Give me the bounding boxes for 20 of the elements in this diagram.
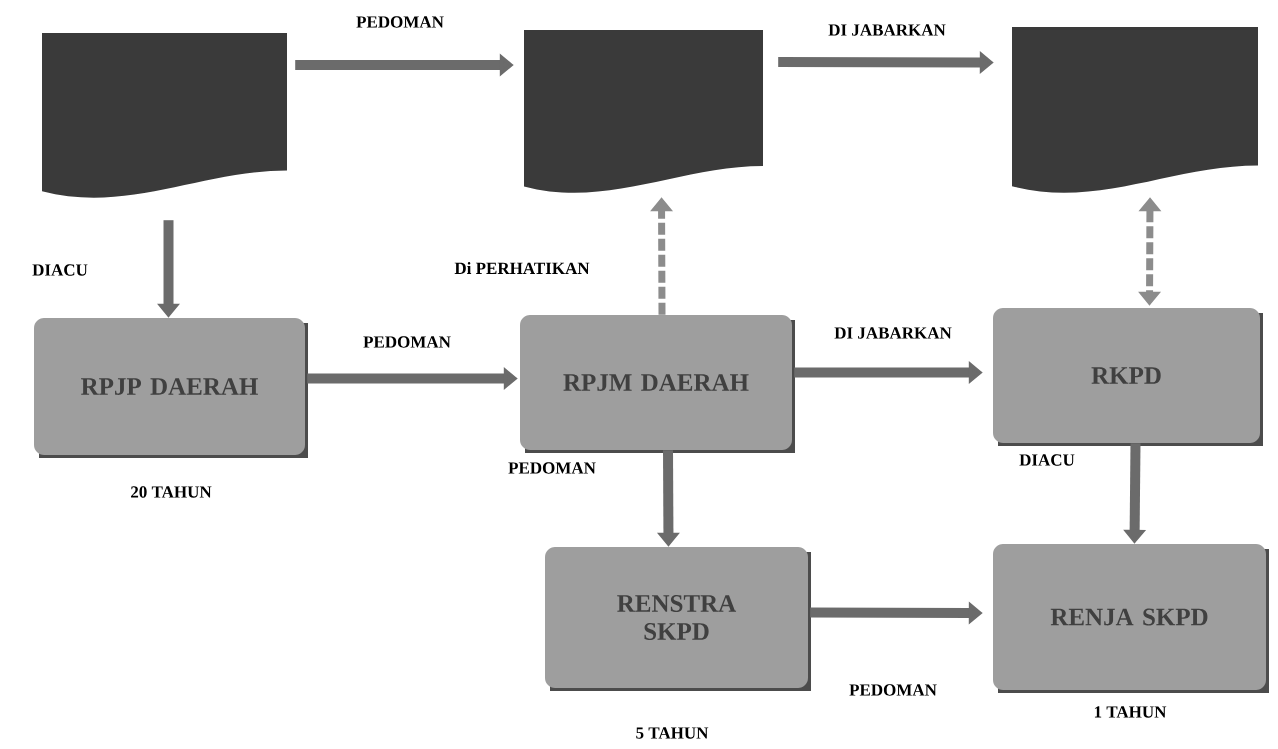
process-box: RKPD bbox=[993, 308, 1263, 446]
process-box: RENJA SKPD bbox=[993, 544, 1269, 693]
duration-label: 20 TAHUN bbox=[131, 486, 212, 498]
process-box: RPJP DAERAH bbox=[34, 318, 308, 458]
edge-label: DIACU bbox=[1018, 453, 1076, 467]
edge-label: DI JABARKAN bbox=[827, 23, 947, 37]
process-box: RPJM DAERAH bbox=[520, 315, 795, 453]
edge-label: PEDOMAN bbox=[355, 15, 445, 29]
process-box: RENSTRA SKPD bbox=[545, 547, 811, 691]
document-shape bbox=[1012, 27, 1258, 193]
edge-label: DI JABARKAN bbox=[833, 326, 953, 340]
edge-label: Di PERHATIKAN bbox=[453, 261, 591, 275]
edge-label: PEDOMAN bbox=[848, 683, 938, 697]
document-shape bbox=[524, 30, 763, 193]
edge-label: PEDOMAN bbox=[507, 461, 597, 475]
edge-label: PEDOMAN bbox=[362, 335, 452, 349]
edge-label: DIACU bbox=[31, 263, 89, 277]
document-shape bbox=[42, 33, 287, 198]
duration-label: 5 TAHUN bbox=[636, 727, 709, 739]
duration-label: 1 TAHUN bbox=[1094, 706, 1167, 718]
